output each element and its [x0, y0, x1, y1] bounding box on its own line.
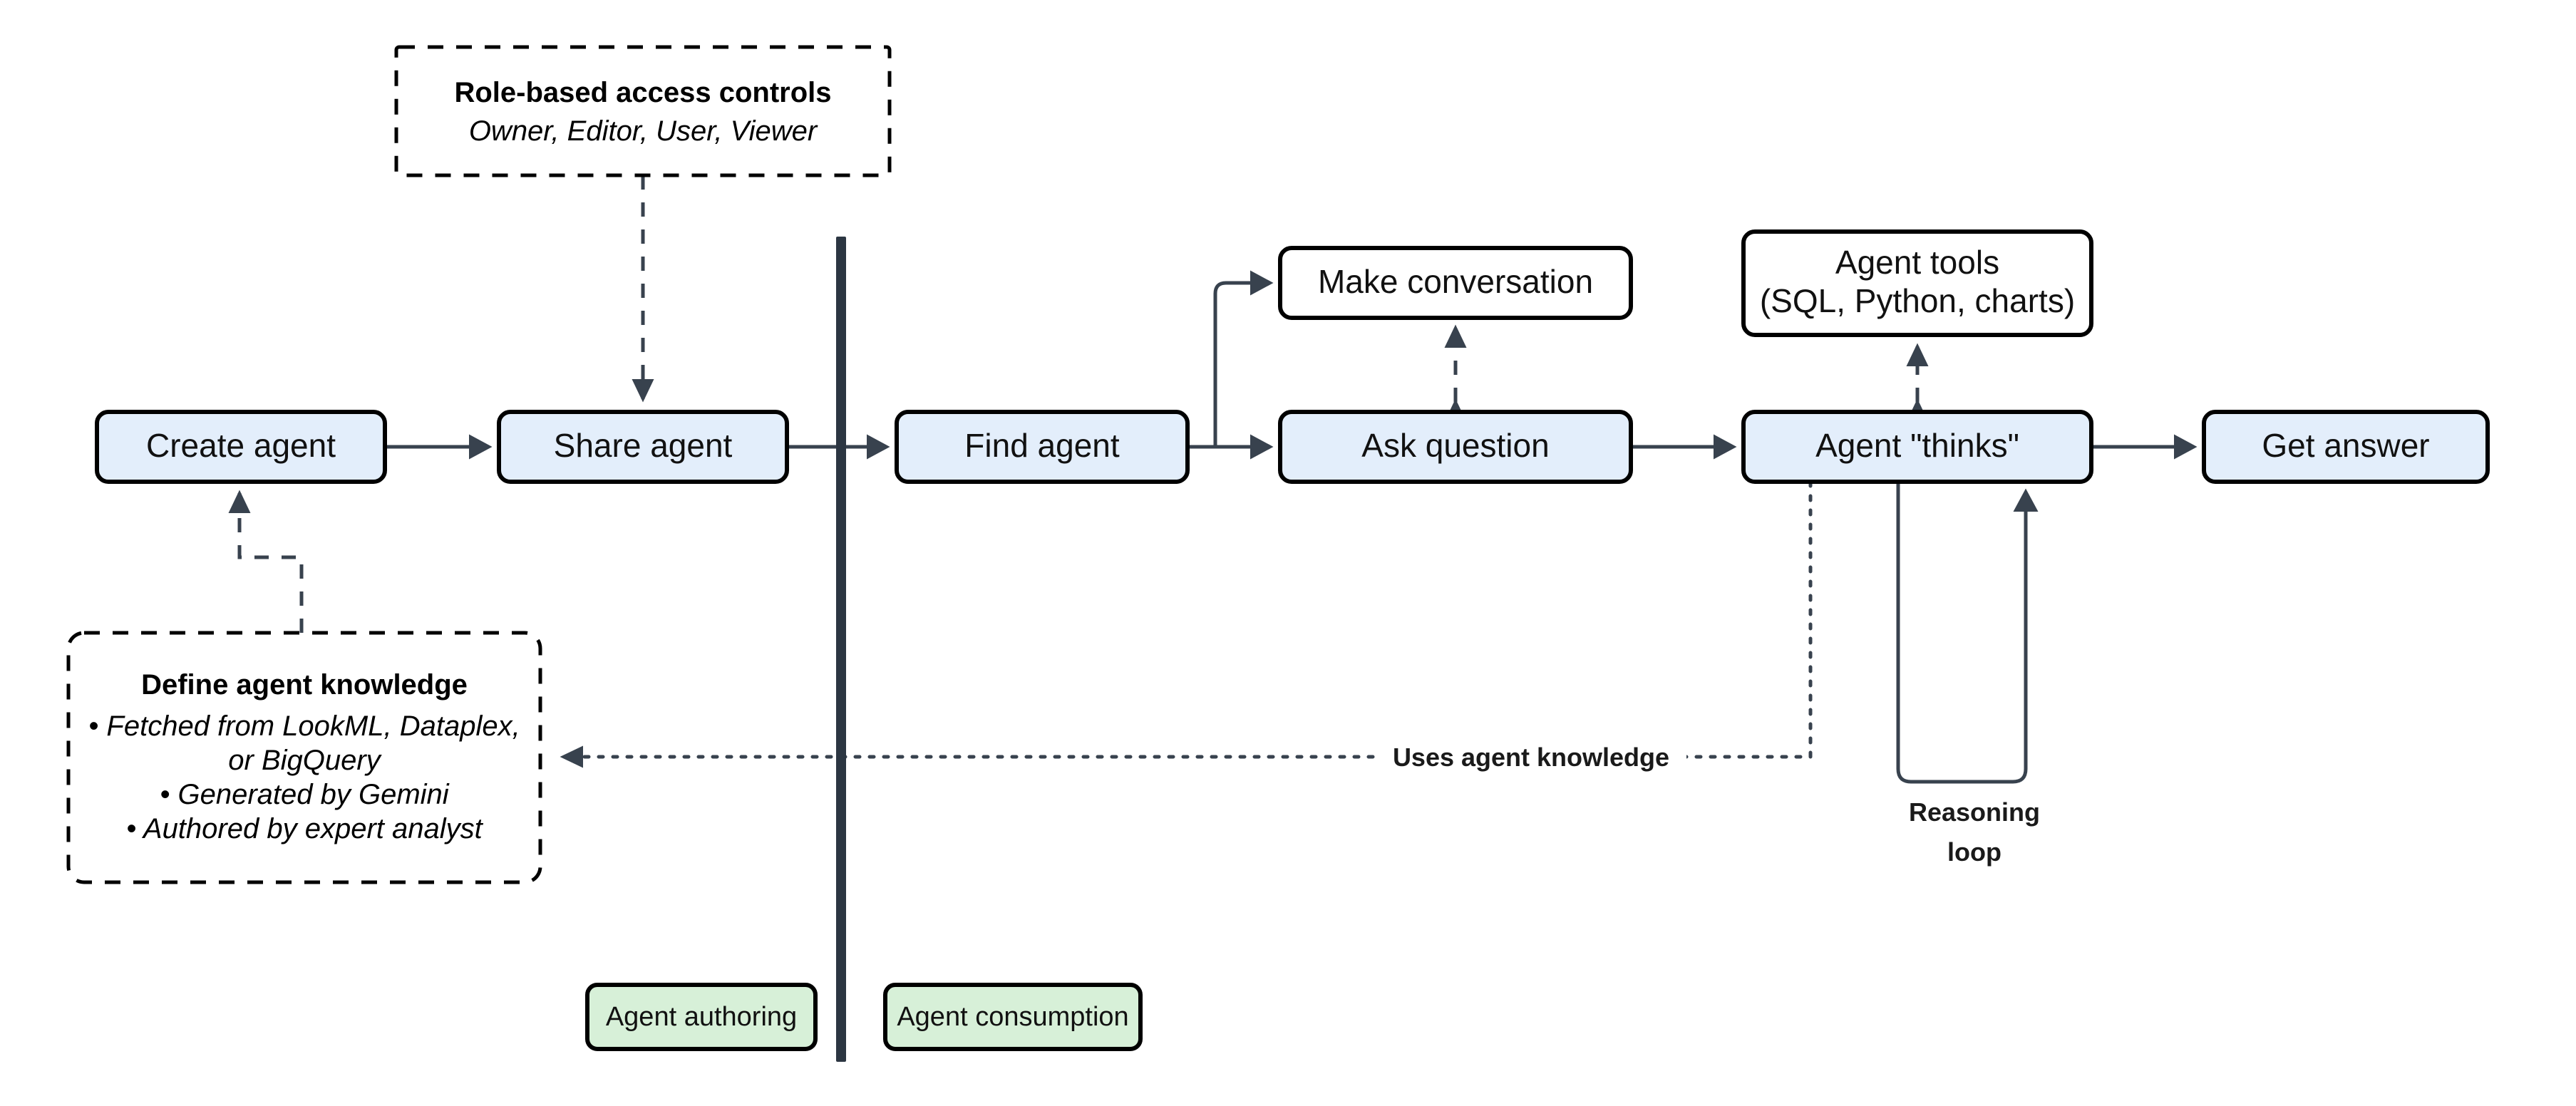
legend-agent-consumption-label: Agent consumption	[897, 1002, 1128, 1032]
note-knowledge-line-3: • Generated by Gemini	[160, 779, 449, 810]
legend-agent-consumption-box[interactable]	[883, 983, 1143, 1051]
node-find-agent-box[interactable]	[895, 410, 1190, 484]
note-rbac-line-1: Owner, Editor, User, Viewer	[469, 115, 818, 147]
node-agent-tools[interactable]: Agent tools (SQL, Python, charts)	[1741, 229, 2093, 337]
edge-label-reasoning-loop-line2: loop	[1947, 837, 2001, 867]
edge-agent-thinks-to-knowledge	[560, 480, 1813, 768]
note-knowledge-outline	[66, 631, 542, 884]
node-agent-tools-box[interactable]	[1741, 229, 2093, 337]
node-agent-thinks-box[interactable]	[1741, 410, 2093, 484]
edge-find-to-make-conversation	[1213, 270, 1274, 447]
node-share-agent-box[interactable]	[497, 410, 789, 484]
phase-divider	[836, 237, 846, 1062]
note-knowledge-line-4: • Authored by expert analyst	[126, 813, 483, 844]
note-knowledge-title: Define agent knowledge	[141, 669, 468, 701]
note-rbac-outline	[394, 45, 892, 177]
node-agent-thinks[interactable]: Agent "thinks"	[1741, 410, 2093, 484]
node-get-answer-box[interactable]	[2202, 410, 2490, 484]
legend-agent-authoring[interactable]: Agent authoring	[585, 983, 818, 1051]
node-ask-question-label: Ask question	[1361, 427, 1549, 464]
node-make-conversation-box[interactable]	[1278, 246, 1633, 320]
node-share-agent[interactable]: Share agent	[497, 410, 789, 484]
node-get-answer[interactable]: Get answer	[2202, 410, 2490, 484]
node-share-agent-label: Share agent	[554, 427, 733, 464]
node-agent-tools-sublabel: (SQL, Python, charts)	[1760, 282, 2075, 319]
edge-label-uses-agent-knowledge: Uses agent knowledge	[1393, 743, 1669, 772]
node-make-conversation[interactable]: Make conversation	[1278, 246, 1633, 320]
note-rbac-title: Role-based access controls	[454, 77, 831, 108]
node-create-agent[interactable]: Create agent	[95, 410, 387, 484]
node-ask-question[interactable]: Ask question	[1278, 410, 1633, 484]
note-define-agent-knowledge: Define agent knowledge • Fetched from Lo…	[66, 631, 542, 884]
node-ask-question-box[interactable]	[1278, 410, 1633, 484]
node-find-agent-label: Find agent	[964, 427, 1120, 464]
edge-knowledge-to-create-agent	[228, 490, 304, 633]
edge-reasoning-loop	[1896, 482, 2039, 784]
note-knowledge-line-1: • Fetched from LookML, Dataplex,	[88, 710, 520, 742]
node-agent-tools-label: Agent tools	[1835, 244, 1999, 281]
node-make-conversation-label: Make conversation	[1318, 263, 1593, 300]
legend-agent-consumption[interactable]: Agent consumption	[883, 983, 1143, 1051]
node-get-answer-label: Get answer	[2262, 427, 2429, 464]
edge-label-reasoning-loop-line1: Reasoning	[1909, 797, 2040, 827]
note-knowledge-line-2: or BigQuery	[228, 745, 382, 776]
node-create-agent-box[interactable]	[95, 410, 387, 484]
legend-agent-authoring-box[interactable]	[585, 983, 818, 1051]
node-find-agent[interactable]: Find agent	[895, 410, 1190, 484]
legend-agent-authoring-label: Agent authoring	[606, 1002, 797, 1032]
note-role-based-access-controls: Role-based access controls Owner, Editor…	[394, 45, 892, 177]
node-create-agent-label: Create agent	[146, 427, 336, 464]
node-agent-thinks-label: Agent "thinks"	[1815, 427, 2019, 464]
uses-agent-knowledge-label-bg	[1380, 740, 1686, 775]
